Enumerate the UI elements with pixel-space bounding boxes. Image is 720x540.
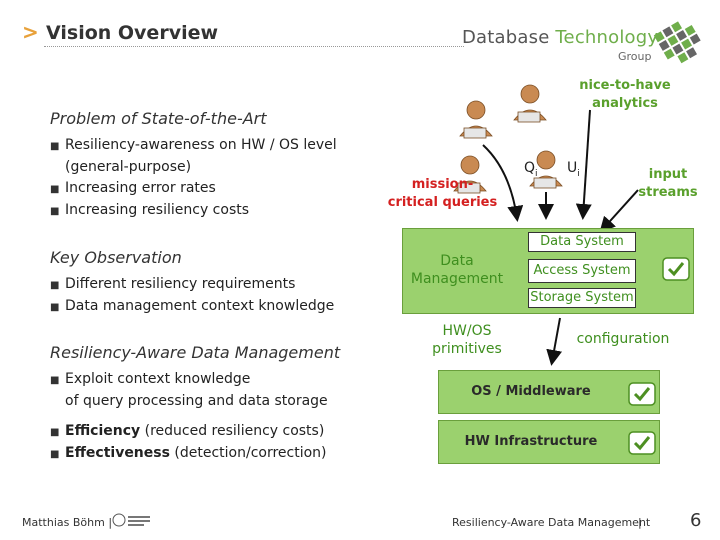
- brand-name: Database Technology: [462, 27, 658, 48]
- checkmark-icon: [662, 257, 690, 281]
- section-heading-problem: Problem of State-of-the-Art: [50, 109, 267, 128]
- page-number: 6: [690, 510, 702, 531]
- list-item: ■Exploit context knowledge: [50, 371, 251, 387]
- storage-system-box: Storage System: [528, 288, 636, 308]
- university-logo-icon: [112, 513, 150, 527]
- os-middleware-label: OS / Middleware: [471, 384, 591, 399]
- access-system-box: Access System: [528, 259, 636, 283]
- mission-critical-label: mission- critical queries: [387, 177, 498, 210]
- approach-list: ■Exploit context knowledge of query proc…: [50, 369, 370, 465]
- list-item: ■Efficiency (reduced resiliency costs): [50, 423, 325, 439]
- section-heading-approach: Resiliency-Aware Data Management: [50, 343, 341, 362]
- brand-word-1: Database: [462, 27, 550, 48]
- list-item: ■Resiliency-awareness on HW / OS level: [50, 137, 337, 153]
- observation-list: ■Different resiliency requirements ■Data…: [50, 274, 370, 318]
- title-divider: [44, 46, 464, 47]
- list-item-continuation: of query processing and data storage: [65, 393, 328, 409]
- problem-list: ■Resiliency-awareness on HW / OS level (…: [50, 135, 370, 222]
- input-streams-label: input streams: [638, 167, 698, 200]
- configuration-label: configuration: [576, 331, 670, 347]
- user-icon: [453, 155, 487, 194]
- list-item-continuation: (general-purpose): [65, 159, 192, 175]
- data-management-label: Data Management: [410, 253, 504, 287]
- brand-group: Group: [618, 50, 652, 63]
- footer-talk-title: Resiliency-Aware Data Management: [452, 516, 651, 529]
- query-label: Qi: [524, 160, 538, 179]
- list-item: ■Increasing resiliency costs: [50, 202, 250, 218]
- diagram-connectors: [453, 84, 639, 366]
- list-item: ■Data management context knowledge: [50, 298, 335, 314]
- checkmark-icon: [628, 382, 656, 406]
- section-heading-observation: Key Observation: [50, 248, 182, 267]
- hw-os-primitives-label: HW/OS primitives: [432, 323, 502, 357]
- user-icon: [513, 84, 547, 123]
- user-icon: [529, 150, 563, 189]
- user-icon: [459, 100, 493, 139]
- title-chevron-icon: >: [22, 20, 39, 44]
- nice-to-have-label: nice-to-have analytics: [579, 78, 671, 111]
- footer-author: Matthias Böhm |: [22, 516, 113, 529]
- checkmark-icon: [628, 431, 656, 455]
- brand-logo-icon: [653, 21, 701, 64]
- hw-infrastructure-region: [438, 420, 660, 464]
- os-middleware-region: [438, 370, 660, 414]
- update-label: Ui: [567, 160, 580, 179]
- list-item: ■Increasing error rates: [50, 180, 216, 196]
- footer-separator: |: [638, 516, 642, 529]
- list-item: ■Different resiliency requirements: [50, 276, 296, 292]
- brand-word-2: Technology: [555, 27, 659, 48]
- page-title: Vision Overview: [46, 22, 219, 44]
- data-system-box: Data System: [528, 232, 636, 252]
- hw-infrastructure-label: HW Infrastructure: [464, 434, 598, 449]
- list-item: ■Effectiveness (detection/correction): [50, 445, 327, 461]
